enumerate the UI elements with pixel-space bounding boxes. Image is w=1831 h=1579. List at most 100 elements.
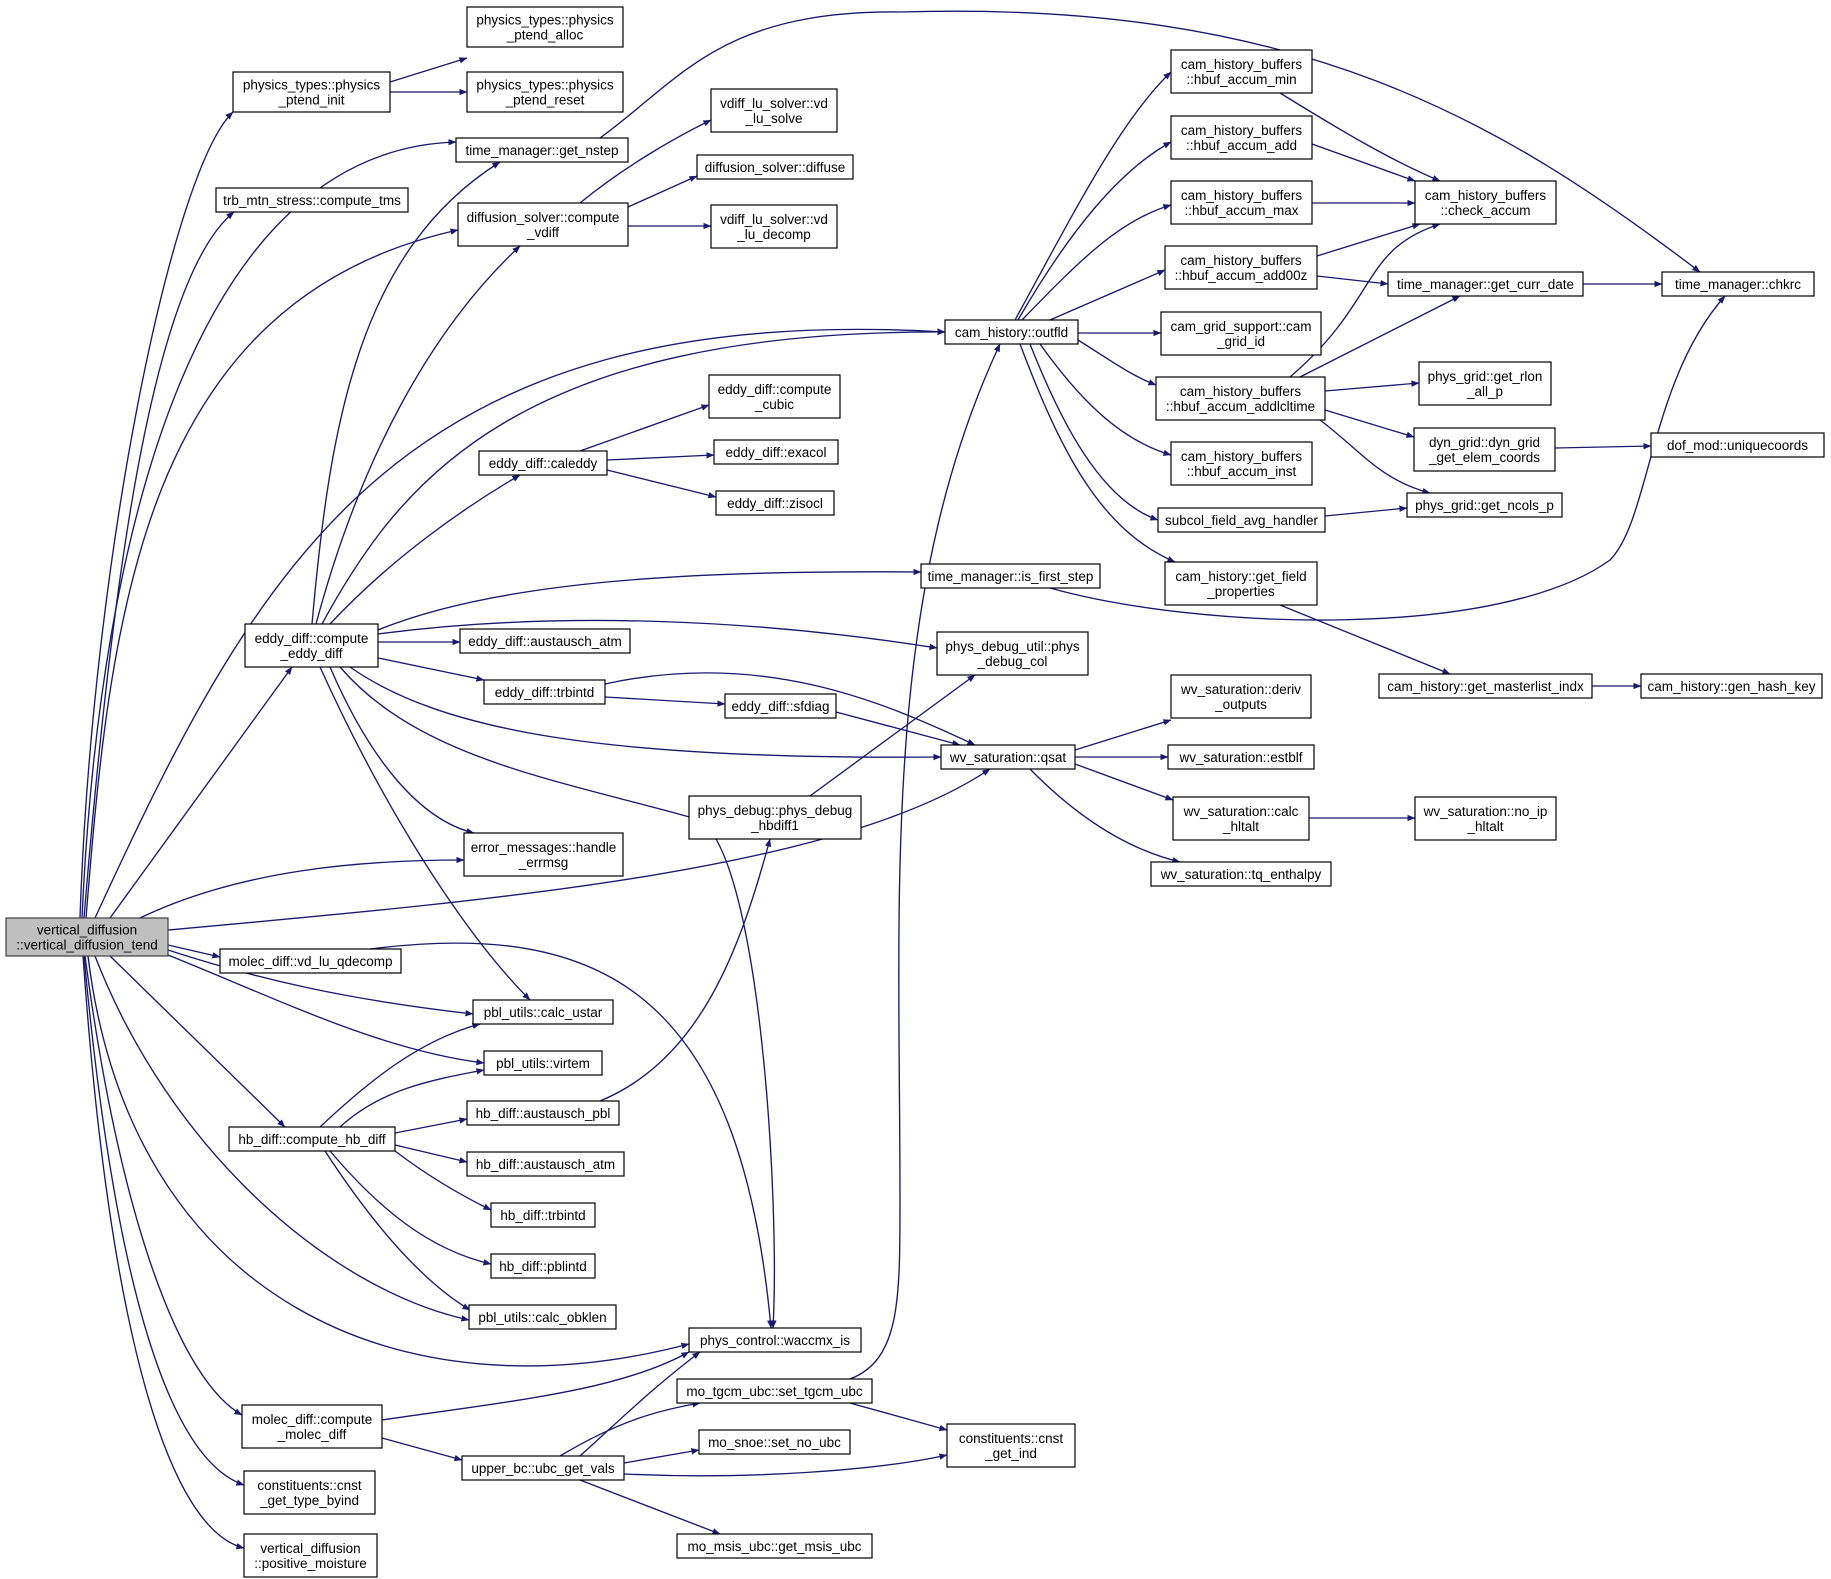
node-label: eddy_diff::caleddy bbox=[489, 456, 598, 471]
node-box bbox=[466, 6, 624, 48]
node-cnst-get-ind[interactable]: constituents::cnst_get_ind bbox=[946, 1423, 1076, 1468]
node-uniquecoords[interactable]: dof_mod::uniquecoords bbox=[1650, 432, 1825, 458]
node-label: _get_ind bbox=[984, 1446, 1037, 1461]
node-phys-debug-col[interactable]: phys_debug_util::phys_debug_col bbox=[936, 631, 1089, 676]
node-exacol[interactable]: eddy_diff::exacol bbox=[713, 439, 839, 465]
node-check-accum[interactable]: cam_history_buffers::check_accum bbox=[1414, 180, 1557, 225]
node-label: cam_history_buffers bbox=[1181, 449, 1303, 464]
node-hb-austausch-atm[interactable]: hb_diff::austausch_atm bbox=[466, 1151, 625, 1177]
node-handle-errmsg[interactable]: error_messages::handle_errmsg bbox=[463, 832, 624, 877]
call-edge-vd-tend-to-calc-obklen bbox=[94, 955, 470, 1322]
node-calc-hltalt[interactable]: wv_saturation::calc_hltalt bbox=[1172, 796, 1310, 841]
node-hbuf-accum-addlcltime[interactable]: cam_history_buffers::hbuf_accum_addlclti… bbox=[1155, 376, 1326, 421]
node-vd-lu-decomp[interactable]: vdiff_lu_solver::vd_lu_decomp bbox=[710, 204, 838, 249]
node-tq-enthalpy[interactable]: wv_saturation::tq_enthalpy bbox=[1150, 861, 1332, 887]
node-phys-debug-hbdiff1[interactable]: phys_debug::phys_debug_hbdiff1 bbox=[688, 795, 862, 840]
node-label: ::hbuf_accum_addlcltime bbox=[1166, 399, 1315, 414]
node-compute-vdiff[interactable]: diffusion_solver::compute_vdiff bbox=[457, 202, 629, 247]
node-calc-ustar[interactable]: pbl_utils::calc_ustar bbox=[472, 999, 614, 1025]
node-box bbox=[698, 1429, 851, 1455]
node-waccmx-is[interactable]: phys_control::waccmx_is bbox=[688, 1327, 862, 1353]
node-compute-molec-diff[interactable]: molec_diff::compute_molec_diff bbox=[241, 1404, 383, 1449]
node-hbuf-accum-inst[interactable]: cam_history_buffers::hbuf_accum_inst bbox=[1170, 441, 1313, 486]
node-label: error_messages::handle bbox=[471, 840, 617, 855]
node-caleddy[interactable]: eddy_diff::caleddy bbox=[478, 450, 608, 476]
node-label: cam_history_buffers bbox=[1181, 57, 1303, 72]
node-vd-tend[interactable]: vertical_diffusion::vertical_diffusion_t… bbox=[5, 917, 169, 957]
node-label: _grid_id bbox=[1216, 334, 1265, 349]
node-no-ip-hltalt[interactable]: wv_saturation::no_ip_hltalt bbox=[1414, 796, 1557, 841]
node-hbuf-accum-min[interactable]: cam_history_buffers::hbuf_accum_min bbox=[1170, 49, 1313, 94]
node-compute-tms[interactable]: trb_mtn_stress::compute_tms bbox=[215, 187, 409, 213]
call-edge-caleddy-to-compute-cubic bbox=[579, 404, 710, 452]
call-edge-qsat-to-calc-hltalt bbox=[1074, 763, 1174, 801]
node-cnst-get-type-byind[interactable]: constituents::cnst_get_type_byind bbox=[243, 1470, 376, 1515]
node-label: _outputs bbox=[1214, 697, 1267, 712]
node-get-masterlist-indx[interactable]: cam_history::get_masterlist_indx bbox=[1378, 673, 1593, 699]
node-hbuf-accum-add[interactable]: cam_history_buffers::hbuf_accum_add bbox=[1170, 115, 1313, 160]
node-qsat[interactable]: wv_saturation::qsat bbox=[940, 744, 1076, 770]
node-ptend-alloc[interactable]: physics_types::physics_ptend_alloc bbox=[466, 6, 624, 48]
node-positive-moisture[interactable]: vertical_diffusion::positive_moisture bbox=[243, 1533, 378, 1578]
call-edge-vd-tend-to-get-nstep bbox=[81, 139, 457, 919]
node-hbuf-accum-add00z[interactable]: cam_history_buffers::hbuf_accum_add00z bbox=[1164, 245, 1318, 290]
node-label: _errmsg bbox=[518, 855, 569, 870]
node-compute-cubic[interactable]: eddy_diff::compute_cubic bbox=[708, 374, 841, 419]
call-edge-set-tgcm-ubc-to-cnst-get-ind bbox=[849, 1402, 948, 1432]
node-chkrc[interactable]: time_manager::chkrc bbox=[1661, 271, 1815, 297]
node-box bbox=[1164, 561, 1318, 606]
node-ptend-init[interactable]: physics_types::physics_ptend_init bbox=[232, 71, 391, 113]
call-edge-dyn-grid-get-elem-coords-to-uniquecoords bbox=[1554, 442, 1652, 450]
node-get-msis-ubc[interactable]: mo_msis_ubc::get_msis_ubc bbox=[676, 1533, 873, 1559]
node-get-field-properties[interactable]: cam_history::get_field_properties bbox=[1164, 561, 1318, 606]
node-dyn-grid-get-elem-coords[interactable]: dyn_grid::dyn_grid_get_elem_coords bbox=[1413, 427, 1556, 472]
node-box bbox=[688, 1327, 862, 1353]
node-zisocl[interactable]: eddy_diff::zisocl bbox=[715, 490, 835, 516]
node-calc-obklen[interactable]: pbl_utils::calc_obklen bbox=[468, 1304, 617, 1330]
node-is-first-step[interactable]: time_manager::is_first_step bbox=[920, 563, 1101, 589]
node-label: cam_history::outfld bbox=[955, 325, 1068, 340]
node-label: ::vertical_diffusion_tend bbox=[16, 938, 158, 953]
call-edge-vd-tend-to-vd-lu-qdecomp bbox=[167, 944, 221, 959]
call-edge-vd-tend-to-handle-errmsg bbox=[139, 856, 465, 919]
node-get-rlon-all-p[interactable]: phys_grid::get_rlon_all_p bbox=[1418, 361, 1552, 406]
node-cam-grid-id[interactable]: cam_grid_support::cam_grid_id bbox=[1160, 311, 1322, 356]
node-set-tgcm-ubc[interactable]: mo_tgcm_ubc::set_tgcm_ubc bbox=[676, 1378, 873, 1404]
node-pblintd[interactable]: hb_diff::pblintd bbox=[490, 1253, 596, 1279]
node-ubc-get-vals[interactable]: upper_bc::ubc_get_vals bbox=[461, 1455, 625, 1481]
node-outfld[interactable]: cam_history::outfld bbox=[944, 319, 1079, 345]
node-set-no-ubc[interactable]: mo_snoe::set_no_ubc bbox=[698, 1429, 851, 1455]
call-edge-hbuf-accum-addlcltime-to-get-curr-date bbox=[1299, 295, 1461, 378]
node-vd-lu-qdecomp[interactable]: molec_diff::vd_lu_qdecomp bbox=[219, 948, 402, 974]
node-get-ncols-p[interactable]: phys_grid::get_ncols_p bbox=[1406, 492, 1563, 518]
call-edge-vd-lu-qdecomp-to-waccmx-is bbox=[369, 942, 774, 1329]
call-edge-vd-tend-to-compute-vdiff bbox=[85, 228, 459, 919]
node-estblf[interactable]: wv_saturation::estblf bbox=[1167, 744, 1315, 770]
node-label: _hbdiff1 bbox=[750, 818, 799, 833]
node-label: eddy_diff::austausch_atm bbox=[468, 634, 622, 649]
node-get-curr-date[interactable]: time_manager::get_curr_date bbox=[1387, 271, 1584, 297]
node-ed-austausch-atm[interactable]: eddy_diff::austausch_atm bbox=[459, 628, 631, 654]
node-diffuse[interactable]: diffusion_solver::diffuse bbox=[696, 154, 854, 180]
node-sfdiag[interactable]: eddy_diff::sfdiag bbox=[724, 693, 837, 719]
node-compute-eddy-diff[interactable]: eddy_diff::compute_eddy_diff bbox=[244, 623, 379, 668]
node-compute-hb-diff[interactable]: hb_diff::compute_hb_diff bbox=[228, 1126, 396, 1152]
node-subcol-field-avg-handler[interactable]: subcol_field_avg_handler bbox=[1157, 507, 1326, 533]
node-label: phys_grid::get_rlon bbox=[1428, 369, 1543, 384]
call-edge-caleddy-to-zisocl bbox=[606, 469, 717, 499]
node-virtem[interactable]: pbl_utils::virtem bbox=[483, 1050, 603, 1076]
node-box bbox=[1418, 361, 1552, 406]
node-label: _hltalt bbox=[1222, 819, 1259, 834]
node-hb-trbintd[interactable]: hb_diff::trbintd bbox=[490, 1202, 596, 1228]
node-ed-trbintd[interactable]: eddy_diff::trbintd bbox=[483, 679, 606, 705]
node-vd-lu-solve[interactable]: vdiff_lu_solver::vd_lu_solve bbox=[710, 88, 838, 133]
node-get-nstep[interactable]: time_manager::get_nstep bbox=[455, 137, 629, 163]
node-box bbox=[940, 744, 1076, 770]
node-ptend-reset[interactable]: physics_types::physics_ptend_reset bbox=[466, 71, 624, 113]
node-hb-austausch-pbl[interactable]: hb_diff::austausch_pbl bbox=[466, 1100, 620, 1126]
node-label: vdiff_lu_solver::vd bbox=[720, 212, 828, 227]
node-hbuf-accum-max[interactable]: cam_history_buffers::hbuf_accum_max bbox=[1170, 180, 1313, 225]
node-deriv-outputs[interactable]: wv_saturation::deriv_outputs bbox=[1170, 674, 1312, 719]
node-gen-hash-key[interactable]: cam_history::gen_hash_key bbox=[1640, 673, 1823, 699]
node-label: _hltalt bbox=[1466, 819, 1503, 834]
